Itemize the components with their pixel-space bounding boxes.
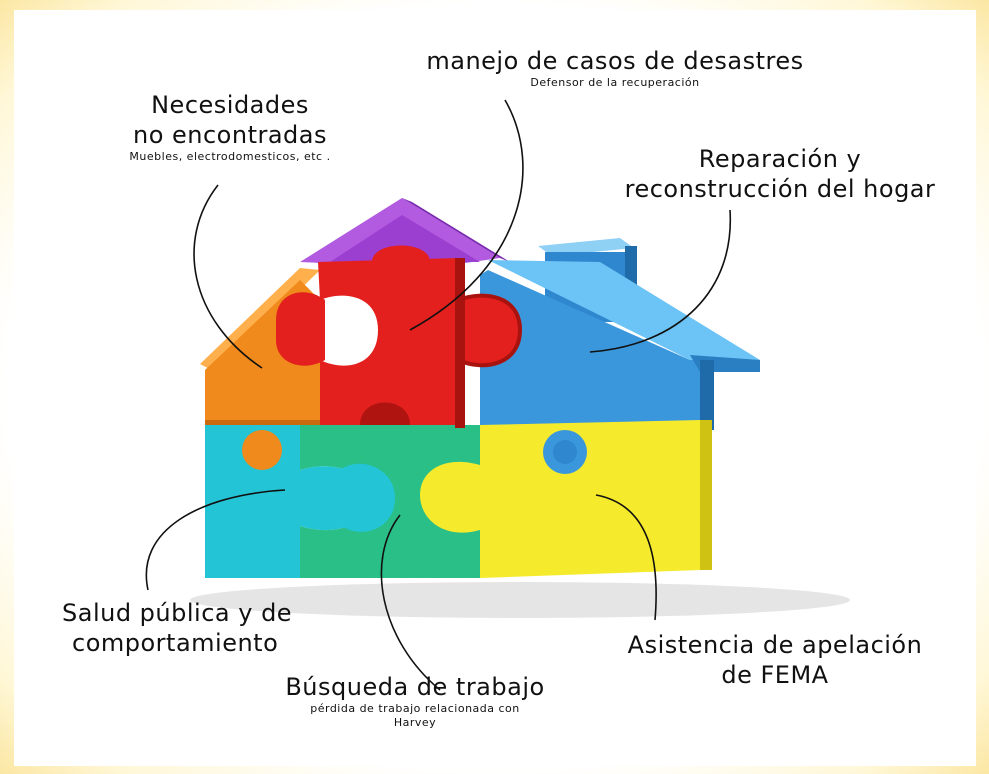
label-job-search: Búsqueda de trabajo pérdida de trabajo r… xyxy=(270,672,560,730)
label-subtitle: Muebles, electrodomesticos, etc . xyxy=(129,150,331,163)
label-subtitle-line1: pérdida de trabajo relacionada con xyxy=(310,702,520,715)
label-subtitle-line2: Harvey xyxy=(393,716,437,729)
callout-line-job xyxy=(380,514,441,691)
label-subtitle: Defensor de la recuperación xyxy=(530,76,700,89)
green-piece xyxy=(300,425,480,578)
label-title: manejo de casos de desastres xyxy=(426,47,804,75)
red-puzzle-piece xyxy=(276,245,523,428)
callout-line-fema xyxy=(595,494,657,621)
label-home-repair: Reparación y reconstrucción del hogar xyxy=(615,144,945,204)
label-unmet-needs: Necesidades no encontradas Muebles, elec… xyxy=(100,90,360,164)
callout-lines xyxy=(145,99,732,691)
yellow-piece xyxy=(420,420,712,578)
label-title-line2: de FEMA xyxy=(721,661,829,689)
callout-line-disaster xyxy=(409,99,524,331)
roof-piece xyxy=(300,198,510,268)
label-title-line1: Reparación y xyxy=(698,145,862,173)
cyan-piece xyxy=(205,425,370,578)
label-title-line1: Asistencia de apelación xyxy=(627,631,923,659)
label-title-line1: Salud pública y de xyxy=(62,599,293,627)
label-public-health: Salud pública y de comportamiento xyxy=(62,598,312,658)
label-fema-appeal: Asistencia de apelación de FEMA xyxy=(615,630,935,690)
callout-line-unmet xyxy=(193,184,263,369)
label-title-line2: reconstrucción del hogar xyxy=(624,175,936,203)
callout-line-health xyxy=(145,489,286,591)
label-title-line2: comportamiento xyxy=(72,629,279,657)
label-title-line1: Necesidades xyxy=(151,91,309,119)
house-shadow xyxy=(190,582,850,618)
label-title: Búsqueda de trabajo xyxy=(285,673,545,701)
callout-line-repair xyxy=(589,209,732,353)
label-title-line2: no encontradas xyxy=(132,121,328,149)
label-disaster-case-management: manejo de casos de desastres Defensor de… xyxy=(420,46,810,90)
